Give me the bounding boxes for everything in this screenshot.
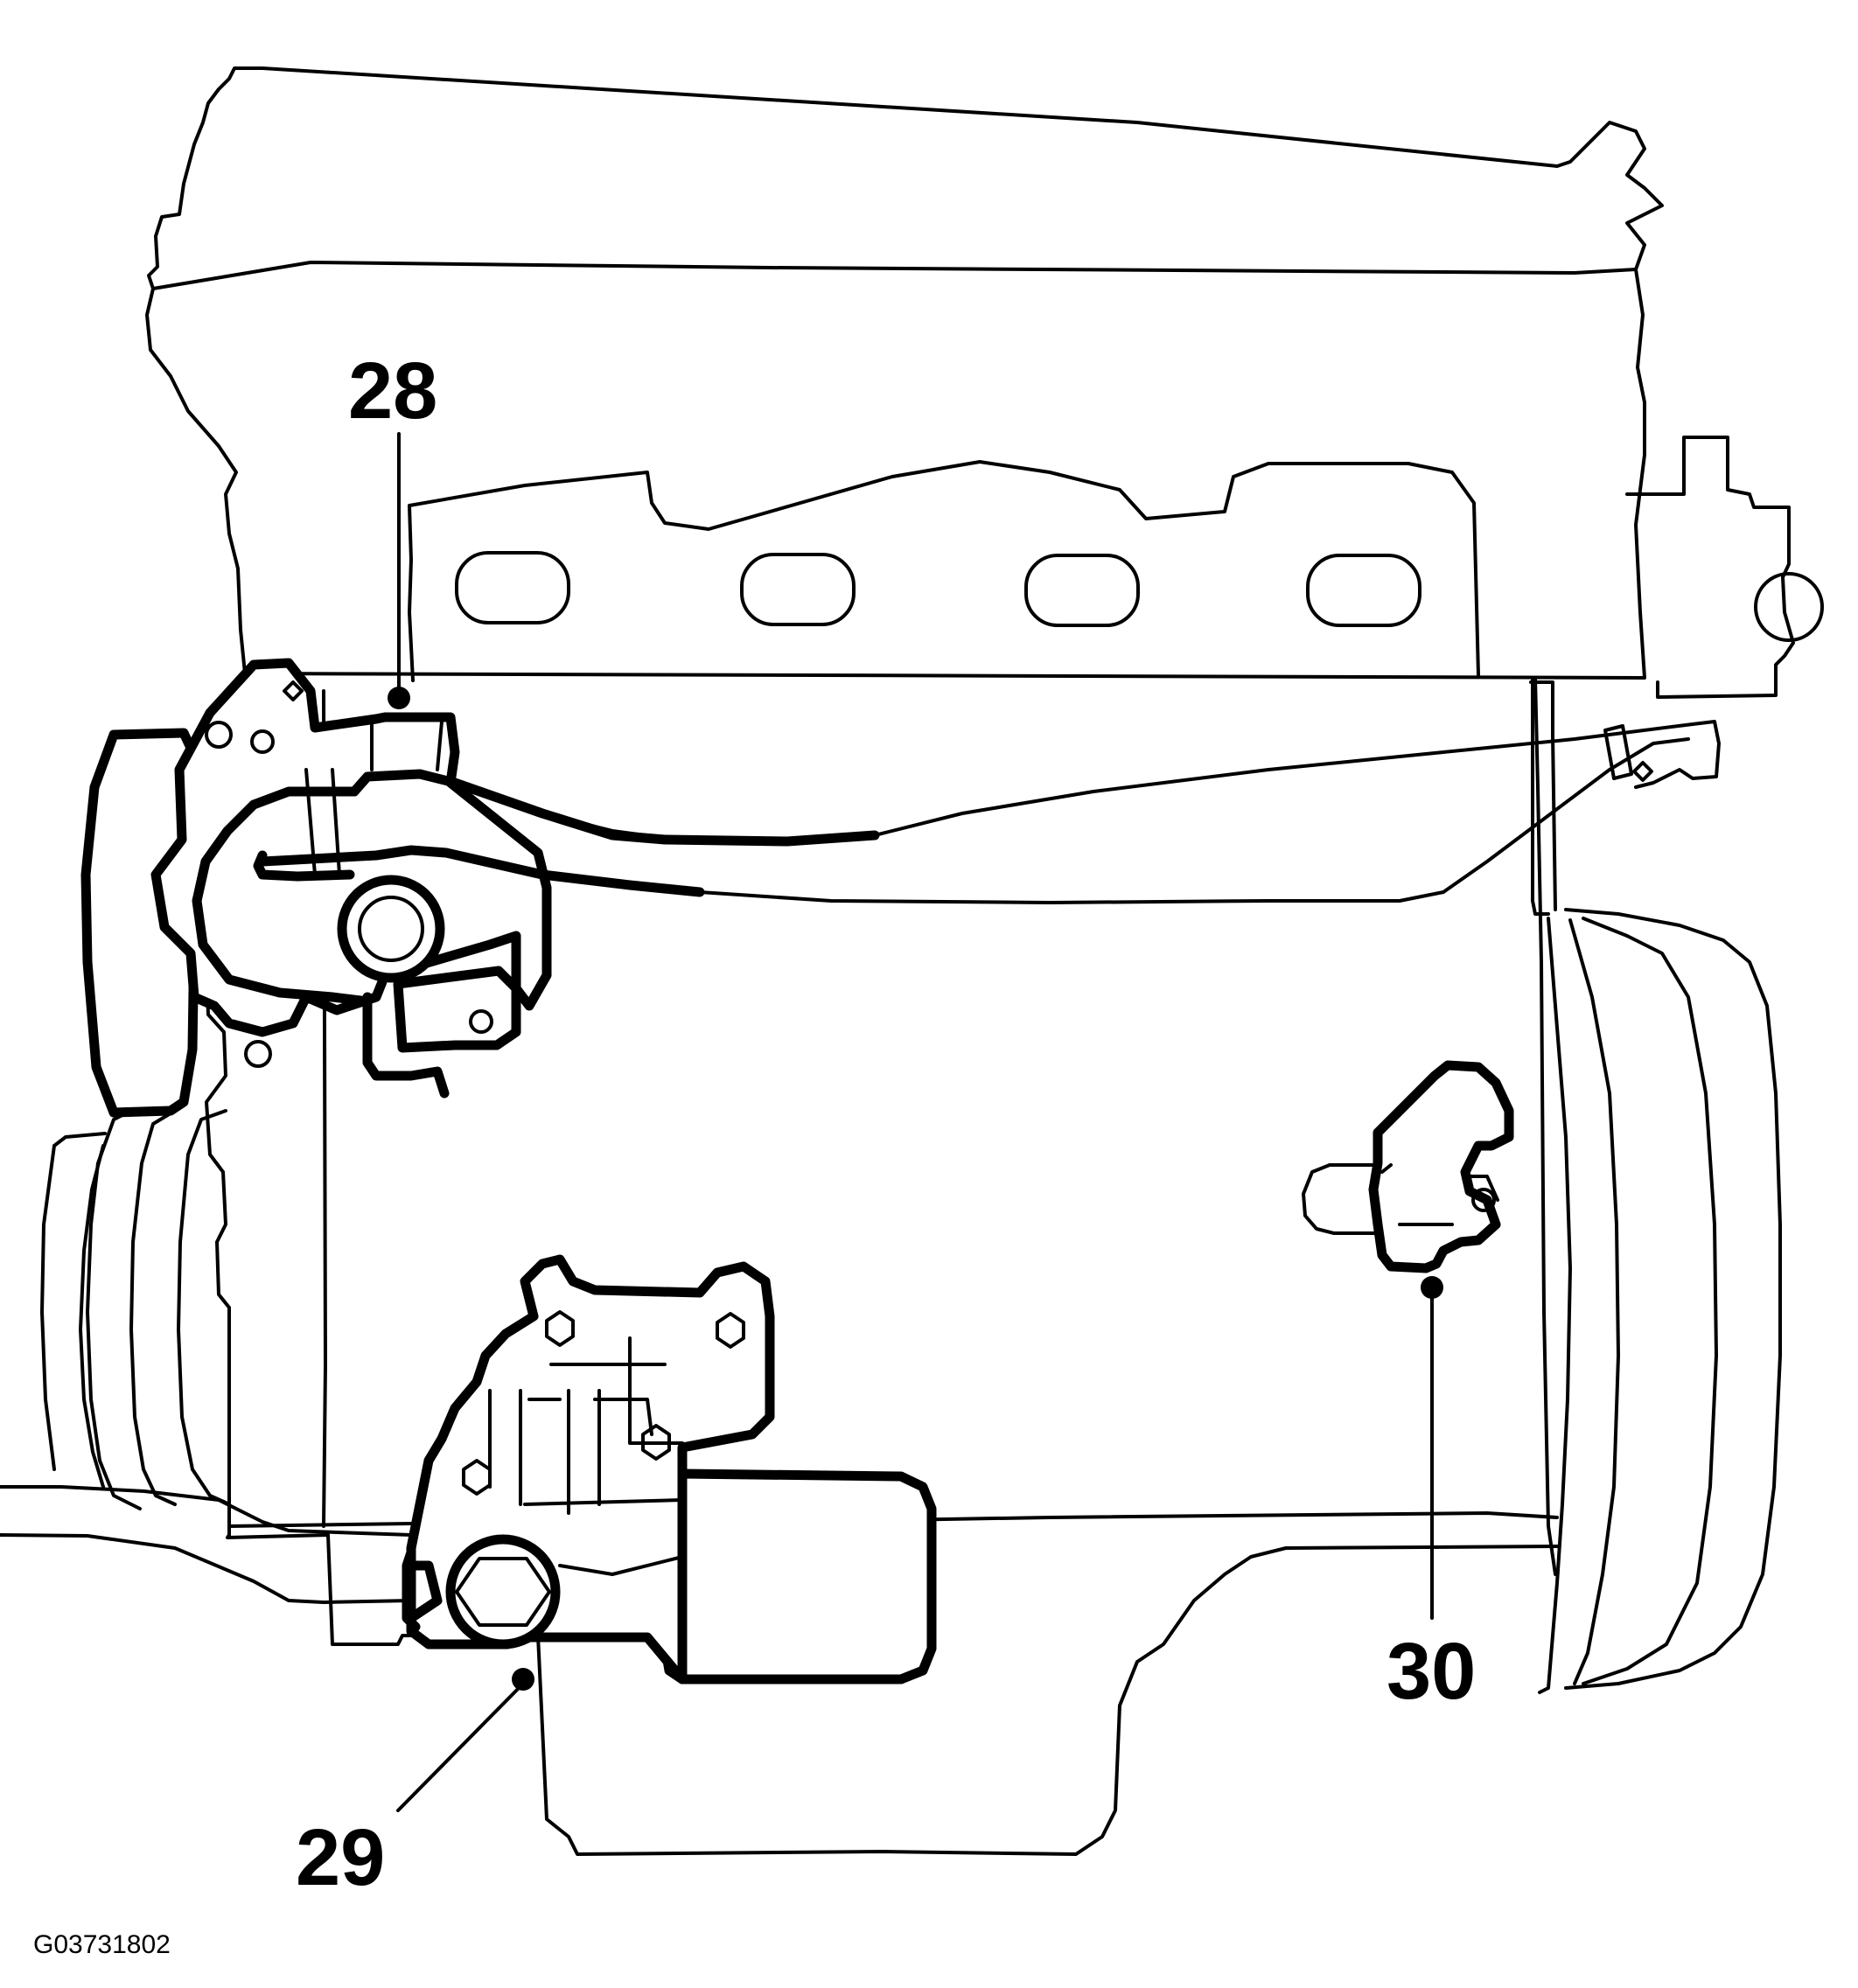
outlet-pipe [257, 769, 880, 897]
sensor-port [337, 875, 445, 983]
exhaust-port-1 [455, 551, 570, 624]
sensor-bolt [1471, 1188, 1496, 1212]
bolt-28-e [283, 680, 304, 701]
exhaust-port-2 [740, 553, 856, 626]
crank-pulley-inner [129, 1109, 177, 1506]
exhaust-port-4 [1306, 554, 1421, 627]
outlet-elbow [192, 786, 373, 1007]
coolant-pipe-end [1634, 720, 1721, 789]
pipe-clamp [1603, 724, 1633, 780]
adapter-detail [488, 1336, 684, 1576]
accessory-pulley [40, 1132, 107, 1471]
flywheel-inner [1568, 918, 1620, 1685]
mount-bracket [1531, 676, 1550, 916]
housing-rib [304, 720, 444, 876]
callout-labels: 28 29 30 [296, 346, 1476, 1902]
crank-sensor-body [1368, 1060, 1514, 1273]
bolt-28-b [250, 729, 275, 754]
sensor-port-inner [358, 896, 424, 962]
thermostat-housing-body [150, 658, 552, 1037]
block-right-edge [1533, 676, 1557, 1576]
bolt-28-c [244, 1040, 272, 1068]
crank-pulley-hub [177, 1109, 227, 1504]
cylinder-head [145, 268, 1646, 680]
callout-28: 28 [348, 346, 437, 436]
adapter-bolt-d [641, 1424, 671, 1461]
pipe-clamp-bolt [1632, 761, 1653, 782]
oil-filter [660, 1468, 937, 1685]
flywheel-face [1538, 917, 1572, 1694]
sensor-detail [1380, 1163, 1499, 1226]
bolt-28-d [469, 1009, 493, 1034]
adapter-bolt-a [545, 1310, 575, 1347]
thermostat-lower-tab [393, 966, 521, 1053]
lower-left-rail [0, 1485, 413, 1537]
flywheel-outer [1564, 908, 1782, 1690]
callout-30: 30 [1387, 1627, 1476, 1716]
component-30 [1302, 1060, 1514, 1273]
coolant-pipe-upper [541, 722, 1694, 843]
bolt-28-a [205, 721, 233, 749]
lower-left-rail-2 [0, 1533, 413, 1604]
manifold-flange [408, 460, 1480, 682]
pipe-support-post [1529, 680, 1557, 911]
adapter-bolt-c [462, 1459, 492, 1496]
right-bracket [1625, 436, 1795, 699]
component-28 [80, 658, 880, 1118]
coolant-pipe-lower [541, 737, 1690, 904]
crank-pulley-outer [79, 1144, 105, 1489]
leader-dot-28 [388, 687, 410, 709]
leader-dot-30 [1421, 1276, 1443, 1299]
sensor-connector-boot [1302, 1163, 1384, 1235]
adapter-bolt-b [716, 1312, 745, 1349]
adapter-pipe-inlet [402, 1547, 421, 1632]
leader-29 [396, 1682, 525, 1812]
callout-29: 29 [296, 1813, 385, 1902]
adapter-plug-hex [455, 1557, 551, 1627]
leader-dot-29 [512, 1668, 534, 1691]
component-29 [402, 1254, 937, 1685]
thermostat-hose-stub [362, 992, 450, 1099]
flywheel-ring [1582, 917, 1718, 1685]
cam-cover [147, 66, 1664, 290]
leaders [388, 432, 1443, 1812]
adapter-plug-nut [445, 1534, 561, 1650]
engine-outline [0, 66, 1824, 1856]
exhaust-port-3 [1024, 554, 1140, 627]
crank-pulley-rim [86, 1105, 142, 1510]
figure-code: G03731802 [33, 1930, 171, 1959]
coolant-pipe [541, 680, 1721, 911]
right-plug [1754, 572, 1824, 642]
adapter-pipe [406, 1560, 443, 1623]
